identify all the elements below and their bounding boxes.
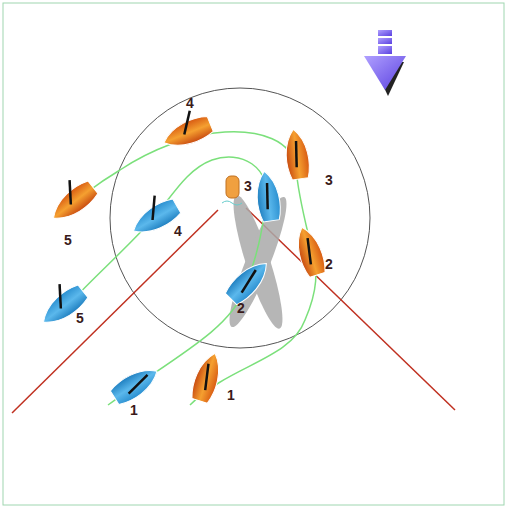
mark-buoy (226, 176, 239, 198)
callout-number: 2 (325, 257, 333, 271)
layline (12, 210, 218, 413)
callout-number: 5 (64, 233, 72, 247)
callout-number: 4 (186, 96, 194, 110)
track (82, 132, 316, 405)
callout-number: 5 (76, 311, 84, 325)
zone-circle (110, 88, 370, 348)
frame (3, 3, 504, 505)
callout-number: 4 (174, 224, 182, 238)
callout-number: 1 (130, 403, 138, 417)
callout-number: 1 (227, 388, 235, 402)
callout-number: 3 (325, 173, 333, 187)
wind-arrow (364, 30, 406, 96)
callout-number: 3 (244, 179, 252, 193)
callout-number: 2 (237, 301, 245, 315)
boats (31, 105, 328, 407)
